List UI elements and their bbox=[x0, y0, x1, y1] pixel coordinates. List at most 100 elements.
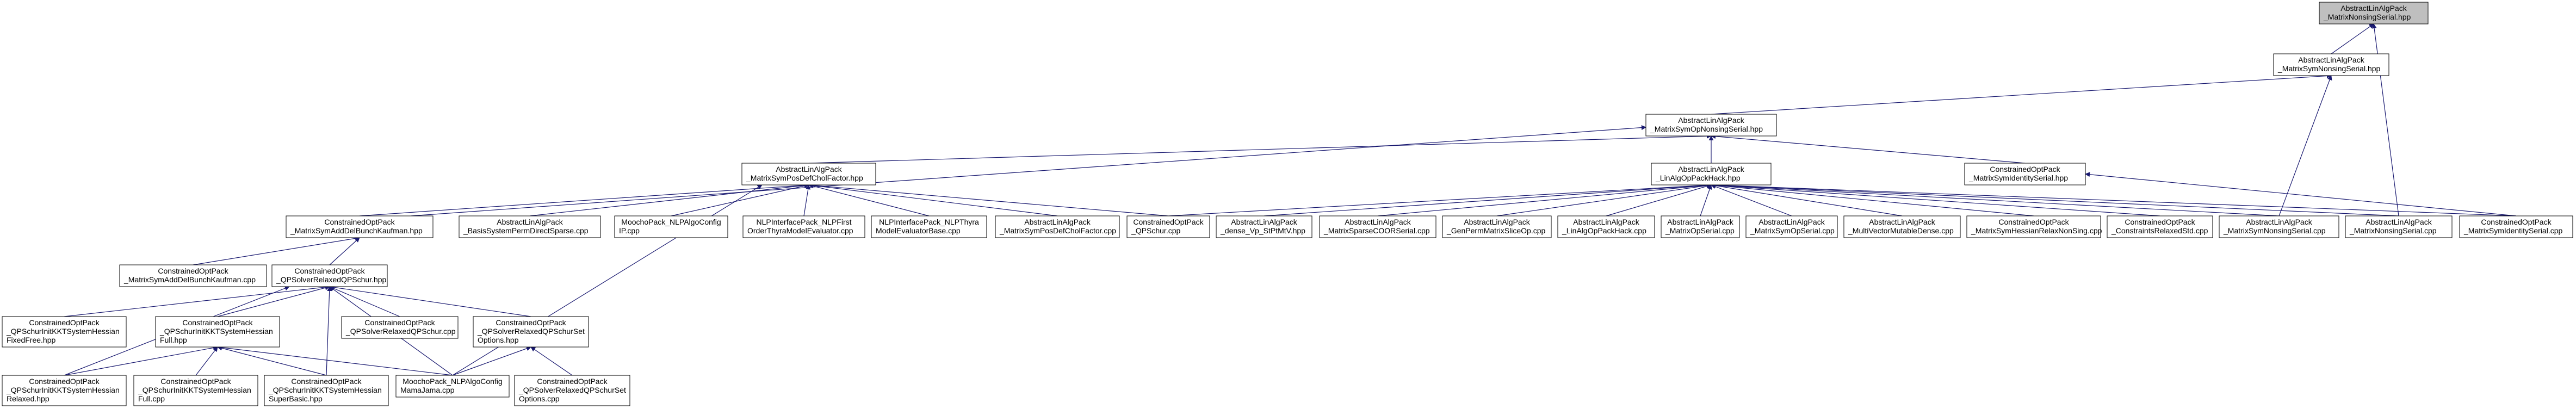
node-label-line: AbstractLinAlgPack bbox=[1869, 218, 1935, 226]
node-label-line: _MatrixSymPosDefCholFactor.hpp bbox=[746, 174, 863, 182]
edge-n_mns_hpp-n_mns_cpp bbox=[2278, 75, 2332, 216]
edge-n_kkt_full_hpp-n_kkt_super bbox=[217, 345, 327, 376]
edge-n_msns_hpp-n_mns_hpp bbox=[2331, 23, 2374, 54]
node-n-basis-cpp[interactable]: AbstractLinAlgPack_BasisSystemPermDirect… bbox=[459, 215, 601, 238]
node-label-line: ConstrainedOptPack bbox=[1998, 218, 2069, 226]
node-n-linalg-hack[interactable]: AbstractLinAlgPack_LinAlgOpPackHack.hpp bbox=[1651, 163, 1772, 185]
node-n-relaxedstd[interactable]: ConstrainedOptPack_ConstraintsRelaxedStd… bbox=[2107, 215, 2213, 238]
node-n-chol-hpp[interactable]: AbstractLinAlgPack_MatrixSymPosDefCholFa… bbox=[741, 163, 876, 185]
node-label-line: AbstractLinAlgPack bbox=[2340, 4, 2407, 13]
node-label-line: _QPSchurInitKKTSystemHessian bbox=[6, 327, 120, 336]
node-label-line: _MatrixSymNonsingSerial.cpp bbox=[2223, 226, 2326, 235]
node-n-qprel-opt-cpp[interactable]: ConstrainedOptPack_QPSolverRelaxedQPSchu… bbox=[514, 375, 630, 406]
node-label-line: AbstractLinAlgPack bbox=[1024, 218, 1091, 226]
node-label-line: ConstrainedOptPack bbox=[29, 377, 100, 386]
edge-n_chol_hpp-n_qpschur_cpp bbox=[808, 183, 1169, 216]
node-n-mop-hpp[interactable]: AbstractLinAlgPack_MatrixSymOpNonsingSer… bbox=[1645, 114, 1777, 137]
edge-n_linalg_hack-n_qpschur_cpp bbox=[1168, 182, 1712, 216]
node-n-msymop[interactable]: AbstractLinAlgPack_MatrixSymOpSerial.cpp bbox=[1745, 215, 1838, 238]
edge-n_qprel_hpp-n_kkt_full_hpp bbox=[217, 285, 330, 317]
node-n-nlp-first[interactable]: NLPInterfacePack_NLPFirstOrderThyraModel… bbox=[742, 215, 865, 238]
node-label-line: AbstractLinAlgPack bbox=[1758, 218, 1825, 226]
node-label-line: Options.cpp bbox=[519, 394, 560, 403]
node-box bbox=[271, 264, 388, 287]
node-n-kkt-super[interactable]: ConstrainedOptPack_QPSchurInitKKTSystemH… bbox=[264, 375, 389, 406]
node-label-line: _LinAlgOpPackHack.hpp bbox=[1655, 174, 1741, 182]
node-box bbox=[2273, 53, 2389, 76]
node-label-line: AbstractLinAlgPack bbox=[497, 218, 563, 226]
edge-n_chol_hpp-n_moocho_cfg bbox=[671, 183, 809, 216]
node-n-kkt-fixed[interactable]: ConstrainedOptPack_QPSchurInitKKTSystemH… bbox=[2, 316, 127, 348]
node-label-line: MamaJama.cpp bbox=[400, 386, 455, 394]
node-label-line: _BasisSystemPermDirectSparse.cpp bbox=[463, 226, 589, 235]
node-n-linalg-cpp[interactable]: AbstractLinAlgPack_LinAlgOpPackHack.cpp bbox=[1557, 215, 1655, 238]
node-label-line: ConstrainedOptPack bbox=[182, 318, 253, 327]
node-label-line: _ConstraintsRelaxedStd.cpp bbox=[2111, 226, 2208, 235]
node-n-multivec[interactable]: AbstractLinAlgPack_MultiVectorMutableDen… bbox=[1843, 215, 1961, 238]
edge-n_qprel_hpp-n_kkt_fixed bbox=[64, 284, 330, 317]
node-n-identity-hpp[interactable]: ConstrainedOptPack_MatrixSymIdentitySeri… bbox=[1964, 163, 2086, 185]
node-n-msns-cpp[interactable]: AbstractLinAlgPack_MatrixNonsingSerial.c… bbox=[2345, 215, 2453, 238]
node-n-nlp-thyra[interactable]: NLPInterfacePack_NLPThyraModelEvaluatorB… bbox=[871, 215, 987, 238]
edge-n_linalg_hack-n_mopserial bbox=[1700, 184, 1712, 216]
node-n-hessrelax[interactable]: ConstrainedOptPack_MatrixSymHessianRelax… bbox=[1966, 215, 2102, 238]
node-label-line: _QPSolverRelaxedQPSchurSet bbox=[477, 327, 585, 336]
node-n-coo[interactable]: AbstractLinAlgPack_MatrixSparseCOORSeria… bbox=[1319, 215, 1436, 238]
node-n-kkt-full-hpp[interactable]: ConstrainedOptPack_QPSchurInitKKTSystemH… bbox=[155, 316, 280, 348]
node-label-line: AbstractLinAlgPack bbox=[2298, 55, 2364, 64]
node-box bbox=[2319, 2, 2429, 24]
node-label-line: AbstractLinAlgPack bbox=[1464, 218, 1530, 226]
node-n-bk-hpp[interactable]: ConstrainedOptPack_MatrixSymAddDelBunchK… bbox=[286, 215, 434, 238]
edge-n_identity_hpp-n_identity_cpp bbox=[2085, 172, 2517, 216]
node-n-mopserial[interactable]: AbstractLinAlgPack_MatrixOpSerial.cpp bbox=[1661, 215, 1740, 238]
node-n-kkt-full-cpp[interactable]: ConstrainedOptPack_QPSchurInitKKTSystemH… bbox=[133, 375, 258, 406]
node-label-line: _MatrixSymHessianRelaxNonSing.cpp bbox=[1971, 226, 2102, 235]
node-n-bk-cpp[interactable]: ConstrainedOptPack_MatrixSymAddDelBunchK… bbox=[119, 264, 267, 287]
node-n-msns-hpp[interactable]: AbstractLinAlgPack_MatrixNonsingSerial.h… bbox=[2319, 2, 2429, 24]
node-n-genperm[interactable]: AbstractLinAlgPack_GenPermMatrixSliceOp.… bbox=[1442, 215, 1552, 238]
node-label-line: ConstrainedOptPack bbox=[1990, 165, 2060, 174]
node-label-line: ConstrainedOptPack bbox=[537, 377, 608, 386]
node-label-line: Full.hpp bbox=[160, 336, 187, 344]
node-n-qpschur-cpp[interactable]: ConstrainedOptPack_QPSchur.cpp bbox=[1126, 215, 1210, 238]
node-n-dense[interactable]: AbstractLinAlgPack_dense_Vp_StPtMtV.hpp bbox=[1216, 215, 1312, 238]
node-box bbox=[1745, 215, 1838, 238]
node-box bbox=[2459, 215, 2573, 238]
node-n-mns-hpp[interactable]: AbstractLinAlgPack_MatrixSymNonsingSeria… bbox=[2273, 53, 2389, 76]
edge-n_mop_hpp-n_bk_hpp bbox=[411, 125, 1646, 216]
node-n-chol-cpp[interactable]: AbstractLinAlgPack_MatrixSymPosDefCholFa… bbox=[995, 215, 1120, 238]
node-box bbox=[1557, 215, 1655, 238]
node-label-line: _QPSchur.cpp bbox=[1131, 226, 1180, 235]
node-label-line: ConstrainedOptPack bbox=[158, 267, 228, 275]
node-label-line: OrderThyraModelEvaluator.cpp bbox=[747, 226, 853, 235]
node-label-line: _QPSolverRelaxedQPSchur.hpp bbox=[276, 275, 387, 284]
node-label-line: Relaxed.hpp bbox=[7, 394, 49, 403]
node-box bbox=[995, 215, 1120, 238]
node-box bbox=[514, 375, 630, 406]
node-label-line: ConstrainedOptPack bbox=[29, 318, 100, 327]
node-box bbox=[1964, 163, 2086, 185]
node-n-qprel-hpp[interactable]: ConstrainedOptPack_QPSolverRelaxedQPSchu… bbox=[271, 264, 388, 287]
node-box bbox=[133, 375, 258, 406]
node-box bbox=[473, 316, 589, 348]
node-n-qprel-opt-hpp[interactable]: ConstrainedOptPack_QPSolverRelaxedQPSchu… bbox=[473, 316, 589, 348]
edge-n_linalg_hack-n_identity_cpp bbox=[1711, 182, 2517, 216]
node-box bbox=[742, 215, 865, 238]
node-box bbox=[395, 375, 510, 398]
node-box bbox=[459, 215, 601, 238]
node-n-identity-cpp[interactable]: ConstrainedOptPack_MatrixSymIdentitySeri… bbox=[2459, 215, 2573, 238]
node-n-qprel-cpp[interactable]: ConstrainedOptPack_QPSolverRelaxedQPSchu… bbox=[341, 316, 459, 339]
node-label-line: AbstractLinAlgPack bbox=[2246, 218, 2312, 226]
node-box bbox=[2107, 215, 2213, 238]
node-label-line: AbstractLinAlgPack bbox=[1231, 218, 1297, 226]
node-n-mns-cpp[interactable]: AbstractLinAlgPack_MatrixSymNonsingSeria… bbox=[2219, 215, 2339, 238]
node-label-line: IP.cpp bbox=[619, 226, 640, 235]
node-label-line: Options.hpp bbox=[478, 336, 519, 344]
node-n-kkt-relaxed[interactable]: ConstrainedOptPack_QPSchurInitKKTSystemH… bbox=[2, 375, 127, 406]
node-box bbox=[2219, 215, 2339, 238]
node-label-line: AbstractLinAlgPack bbox=[776, 165, 842, 174]
edge-n_qprel_hpp-n_kkt_super bbox=[326, 286, 332, 376]
node-label-line: _MatrixSymIdentitySerial.hpp bbox=[1968, 174, 2068, 182]
